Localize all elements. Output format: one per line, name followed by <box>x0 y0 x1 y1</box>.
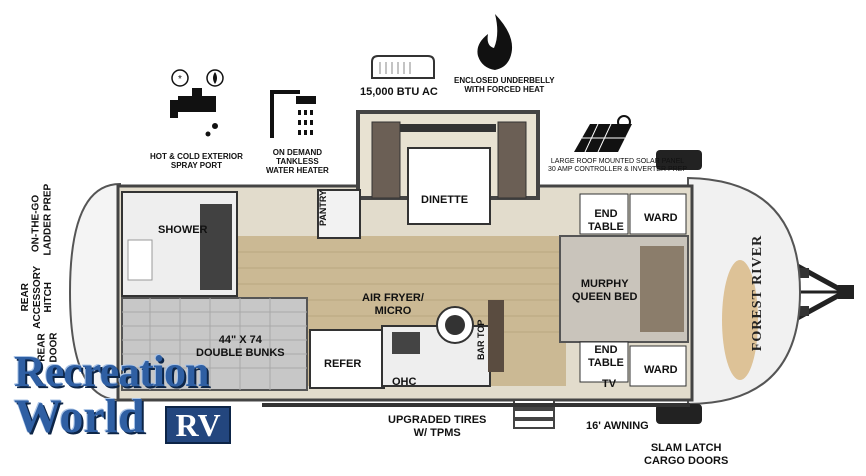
bar-top-label: BAR TOP <box>476 319 486 360</box>
front-cap <box>687 176 802 406</box>
snowflake-fire-icon: * <box>171 69 224 87</box>
ac-label: 15,000 BTU AC <box>360 86 438 98</box>
rear-cap <box>68 182 121 402</box>
logo-line1: Recreation <box>14 347 209 396</box>
forest-river-brand: FOREST RIVER <box>750 234 766 352</box>
awning-label: 16' AWNING <box>586 420 649 432</box>
ohc-label: OHC <box>392 376 417 388</box>
svg-text:*: * <box>178 74 182 85</box>
tv-label: TV <box>602 378 617 390</box>
ward-bottom-label: WARD <box>644 364 678 376</box>
pantry-label: PANTRY <box>318 190 328 226</box>
logo-line2: World <box>14 390 145 443</box>
solar-panel-icon <box>574 115 632 153</box>
air-conditioner-icon <box>371 55 435 79</box>
ward-top-label: WARD <box>644 212 678 224</box>
shower-icon <box>270 90 316 138</box>
dinette-label: DINETTE <box>421 194 469 206</box>
flame-icon <box>477 14 513 70</box>
air-fryer-label: AIR FRYER/MICRO <box>362 292 424 317</box>
logo-rv-badge: RV <box>165 406 231 444</box>
refer-label: REFER <box>324 358 362 370</box>
shower-label: SHOWER <box>158 224 208 236</box>
faucet-icon <box>170 88 218 137</box>
